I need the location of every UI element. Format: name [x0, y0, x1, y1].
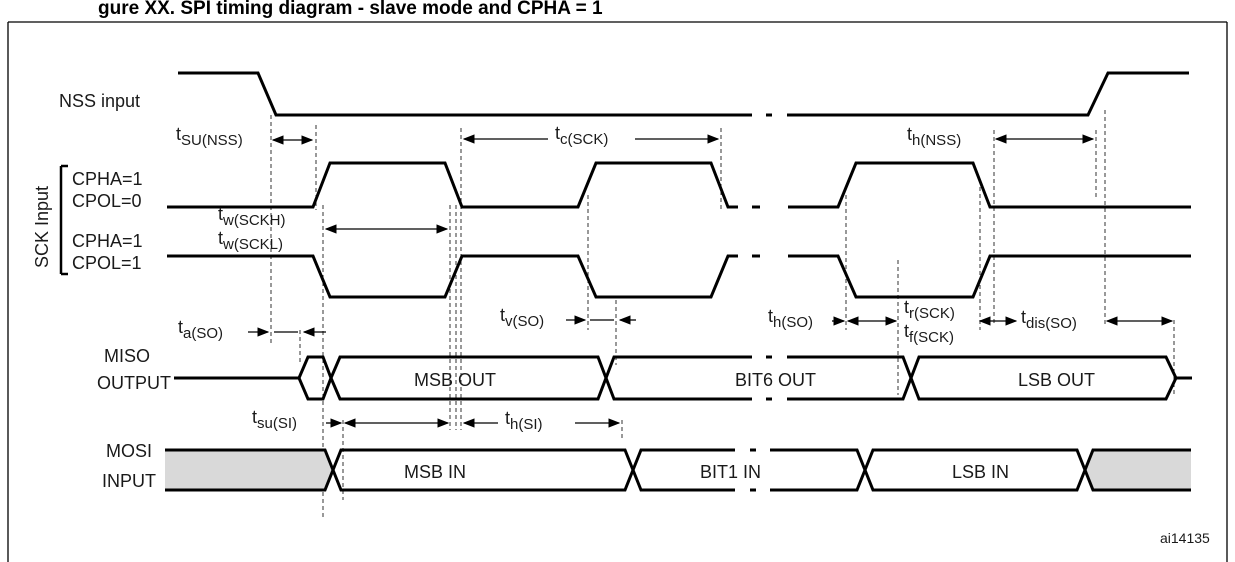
mosi-shade-right: [1085, 450, 1191, 490]
nss-waveform-b: [787, 71, 1189, 117]
tc-sck-label: tc(SCK): [555, 123, 608, 148]
sck-cpol1-waveform-b: [788, 254, 1191, 299]
nss-label: NSS input: [59, 91, 140, 111]
sck-cpol1-waveform-a: [167, 254, 738, 299]
miso-bus-top-a: [297, 355, 752, 383]
cpol0-cpol-label: CPOL=0: [72, 191, 142, 211]
mosi-shade-left: [165, 450, 333, 490]
sck-cpol0-waveform-a: [167, 161, 738, 209]
cpol1-cpha-label: CPHA=1: [72, 231, 143, 251]
timing-arrows: [248, 134, 1174, 428]
mosi-bus-top-b: [770, 448, 1191, 475]
timing-guides: [270, 110, 1175, 520]
mosi-lsb-in: LSB IN: [952, 462, 1009, 482]
th-nss-label: th(NSS): [907, 124, 961, 149]
cpol1-cpol-label: CPOL=1: [72, 253, 142, 273]
ta-so-label: ta(SO): [178, 317, 223, 342]
tsu-si-label: tsu(SI): [252, 407, 297, 432]
miso-lsb-out: LSB OUT: [1018, 370, 1095, 390]
mosi-label-a: MOSI: [106, 441, 152, 461]
tr-sck-label: tr(SCK): [904, 297, 955, 322]
mosi-msb-in: MSB IN: [404, 462, 466, 482]
miso-msb-out: MSB OUT: [414, 370, 496, 390]
sck-cpol0-waveform-b: [788, 161, 1191, 209]
th-si-label: th(SI): [505, 408, 543, 433]
tf-sck-label: tf(SCK): [904, 321, 954, 346]
th-so-label: th(SO): [768, 306, 813, 331]
mosi-label-b: INPUT: [102, 471, 156, 491]
mosi-bus-bot-b: [770, 465, 1191, 492]
miso-bit6-out: BIT6 OUT: [735, 370, 816, 390]
miso-label-a: MISO: [104, 346, 150, 366]
mosi-bit1-in: BIT1 IN: [700, 462, 761, 482]
mosi-bus-top-a: [165, 448, 735, 475]
tw-sckl-label: tw(SCKL): [218, 228, 283, 253]
cpol0-cpha-label: CPHA=1: [72, 169, 143, 189]
sck-input-label: SCK Input: [32, 186, 52, 268]
miso-bus-bot-b: [787, 373, 1178, 401]
miso-label-b: OUTPUT: [97, 373, 171, 393]
mosi-bus-bot-a: [165, 465, 735, 492]
tsu-nss-label: tSU(NSS): [176, 124, 243, 149]
miso-bus-top-b: [787, 355, 1178, 383]
tv-so-label: tv(SO): [500, 305, 544, 330]
tw-sckh-label: tw(SCKH): [218, 204, 286, 229]
figure-title: gure XX. SPI timing diagram - slave mode…: [98, 0, 603, 19]
figure-reference-id: ai14135: [1160, 530, 1210, 546]
miso-bus-bot-a: [297, 373, 752, 401]
tdis-so-label: tdis(SO): [1021, 307, 1077, 332]
nss-waveform-a: [178, 71, 752, 117]
